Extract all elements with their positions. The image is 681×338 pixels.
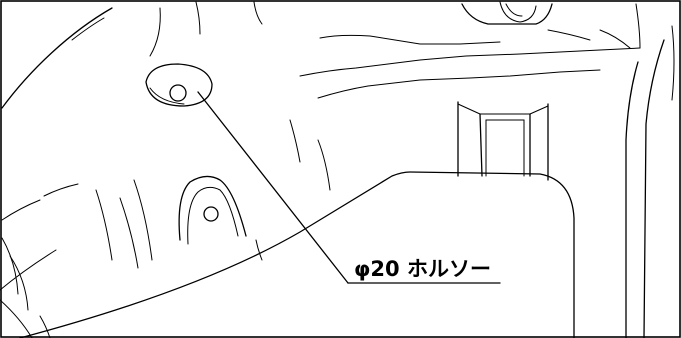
lower-left-ribs (0, 179, 263, 338)
upper-slot-box (457, 101, 549, 181)
callout-label: φ20 ホルソー (354, 257, 491, 281)
marked-hole (169, 84, 187, 102)
panel-contour-upper-left (0, 7, 113, 291)
diagonal-ridge (299, 29, 641, 99)
callout-leader (197, 91, 501, 284)
right-channel (625, 3, 675, 338)
boss-hole (203, 206, 219, 222)
boss-with-hole (178, 175, 247, 245)
top-slot (461, 1, 553, 25)
top-curves (149, 1, 263, 57)
bracket-plate (19, 119, 575, 338)
hole-saw-target (145, 63, 213, 107)
